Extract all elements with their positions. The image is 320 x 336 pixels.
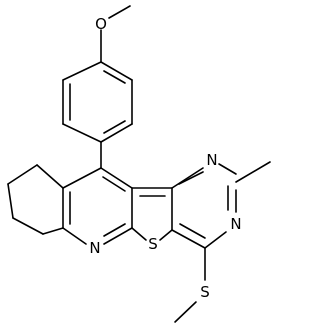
- atom-label-o-methoxy: O: [95, 15, 107, 33]
- bond-py-inner-a: [102, 176, 126, 192]
- bond-cp-5: [42, 227, 64, 235]
- bond-pm-inner-b: [179, 223, 206, 239]
- bonds: [7, 5, 271, 323]
- bond-cp-4: [12, 217, 44, 235]
- atom-label-n-pyrimidine-bottom: N: [230, 215, 241, 233]
- atom-label-s-methylthio: S: [200, 283, 210, 301]
- bond-pm-inner-c: [178, 171, 204, 185]
- bond-ph-inner-a: [103, 70, 126, 84]
- bond-ph-3-4: [100, 123, 133, 143]
- bond-py-c-c4: [62, 167, 102, 189]
- bond-pm-n1-c2: [218, 163, 237, 175]
- atom-label-n-pyrimidine-top: N: [206, 151, 217, 169]
- bond-cp-3: [7, 183, 14, 219]
- bond-cp-2: [7, 164, 38, 185]
- bond-c2-methyl: [235, 161, 271, 183]
- bond-cp-1: [36, 164, 64, 189]
- bond-py-c9a-n: [103, 227, 133, 245]
- atom-labels: O N N N S S: [89, 15, 241, 301]
- bond-pm-c4-c4a: [171, 229, 206, 249]
- bond-th-c-s: [159, 229, 173, 241]
- molecule-structure-diagram: O N N N S S: [7, 5, 271, 323]
- bond-ph-inner-b: [103, 120, 126, 134]
- bond-s-methyl: [174, 301, 197, 323]
- bond-methyl-o: [108, 5, 131, 19]
- bond-ph-1-2: [100, 61, 133, 81]
- bond-py-c4-c4a: [100, 167, 133, 189]
- atom-label-s-thiophene: S: [148, 235, 158, 253]
- bond-py-inner-b: [103, 223, 126, 237]
- bond-ph-4-5: [62, 123, 102, 143]
- bond-py-n-c: [62, 227, 87, 245]
- bond-pm-c-n1: [171, 167, 204, 189]
- atom-label-n-pyridine: N: [89, 239, 100, 257]
- bond-th-s-c9a: [131, 227, 147, 241]
- bond-pm-n3-c4: [204, 231, 227, 249]
- bond-ph-6-1: [62, 61, 102, 81]
